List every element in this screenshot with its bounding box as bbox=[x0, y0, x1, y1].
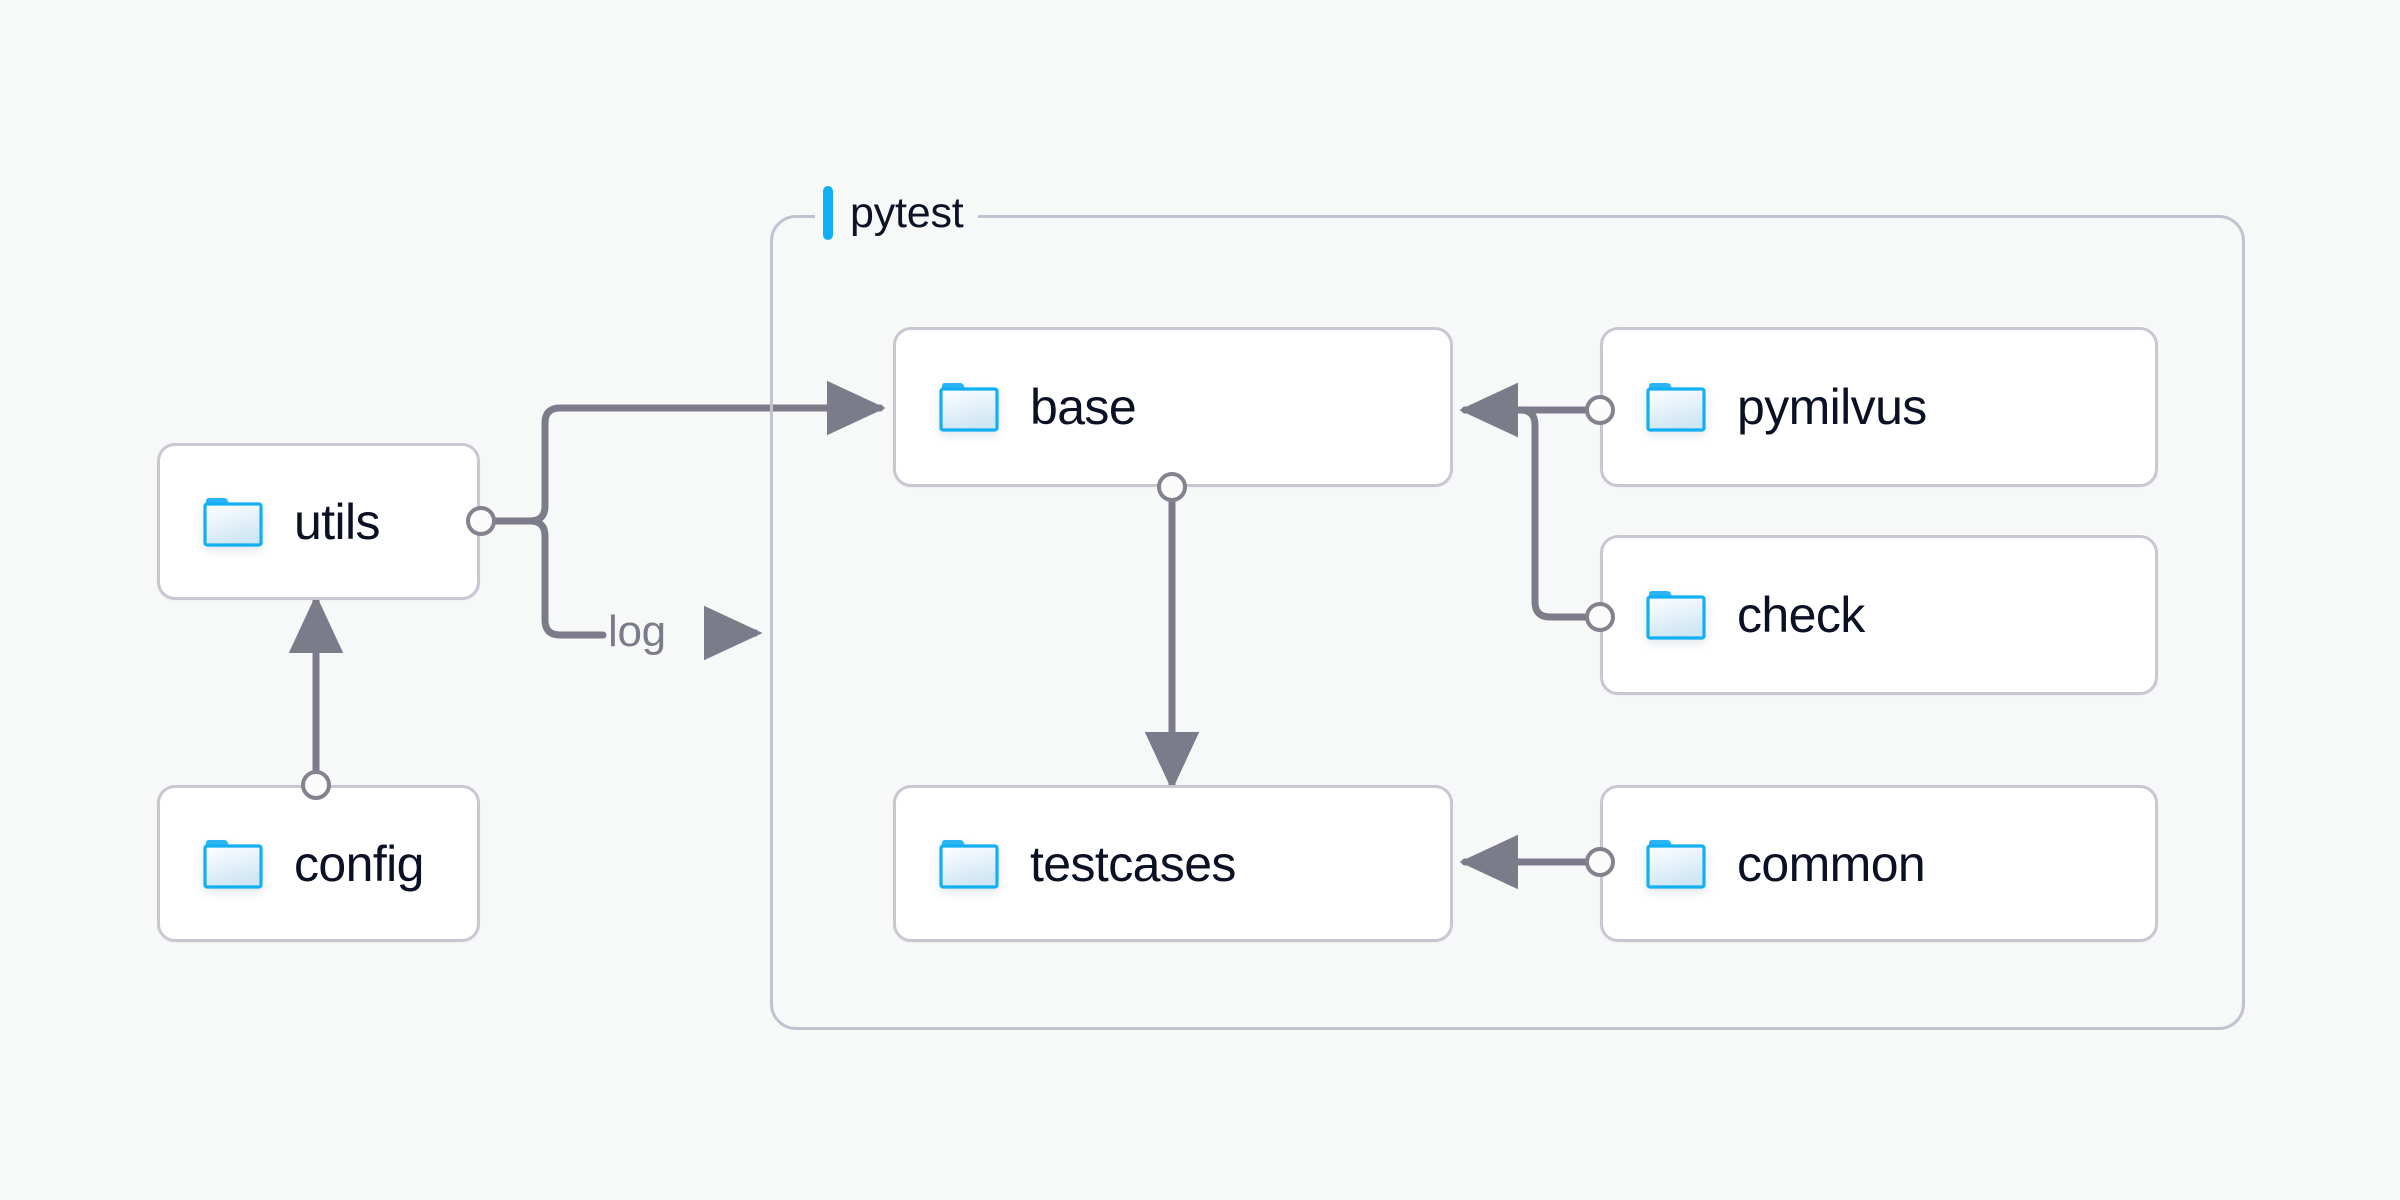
node-testcases-content: testcases bbox=[896, 838, 1236, 890]
node-pymilvus-label: pymilvus bbox=[1737, 379, 1927, 435]
folder-icon bbox=[939, 839, 999, 889]
folder-icon bbox=[939, 383, 999, 432]
node-config-content: config bbox=[160, 838, 424, 890]
node-config-label: config bbox=[294, 835, 424, 892]
node-common-content: common bbox=[1603, 835, 1926, 892]
node-base-content: base bbox=[896, 379, 1137, 435]
handle-base-bottom[interactable] bbox=[1157, 472, 1187, 502]
handle-config-top[interactable] bbox=[301, 770, 331, 800]
node-check[interactable]: check bbox=[1600, 535, 2158, 695]
folder-icon bbox=[203, 497, 263, 547]
handle-pymilvus-left[interactable] bbox=[1585, 395, 1615, 425]
node-pymilvus-content: pymilvus bbox=[1603, 381, 1927, 433]
folder-icon bbox=[1646, 591, 1706, 640]
node-base[interactable]: base bbox=[893, 327, 1453, 487]
node-config[interactable]: config bbox=[157, 785, 480, 942]
node-common[interactable]: common bbox=[1600, 785, 2158, 942]
group-accent-bar-icon bbox=[823, 186, 833, 240]
node-testcases-label: testcases bbox=[1030, 835, 1236, 892]
folder-icon bbox=[203, 839, 263, 889]
node-common-label: common bbox=[1737, 835, 1926, 892]
node-utils-label: utils bbox=[294, 493, 381, 550]
node-check-content: check bbox=[1603, 589, 1865, 641]
handle-check-left[interactable] bbox=[1585, 602, 1615, 632]
edge-utils-log bbox=[486, 517, 607, 639]
node-base-label: base bbox=[1030, 379, 1137, 435]
group-label-text: pytest bbox=[850, 188, 964, 237]
folder-icon bbox=[1646, 383, 1706, 432]
node-testcases[interactable]: testcases bbox=[893, 785, 1453, 942]
node-pymilvus[interactable]: pymilvus bbox=[1600, 327, 2158, 487]
handle-utils-right[interactable] bbox=[466, 506, 496, 536]
group-panel-pytest[interactable] bbox=[770, 215, 2245, 1030]
edge-label-log: log bbox=[608, 607, 666, 656]
node-utils-content: utils bbox=[160, 493, 381, 550]
handle-common-left[interactable] bbox=[1585, 847, 1615, 877]
node-check-label: check bbox=[1737, 587, 1865, 643]
folder-icon bbox=[1646, 839, 1706, 889]
group-label-pytest[interactable]: pytest bbox=[815, 186, 978, 240]
node-utils[interactable]: utils bbox=[157, 443, 480, 600]
